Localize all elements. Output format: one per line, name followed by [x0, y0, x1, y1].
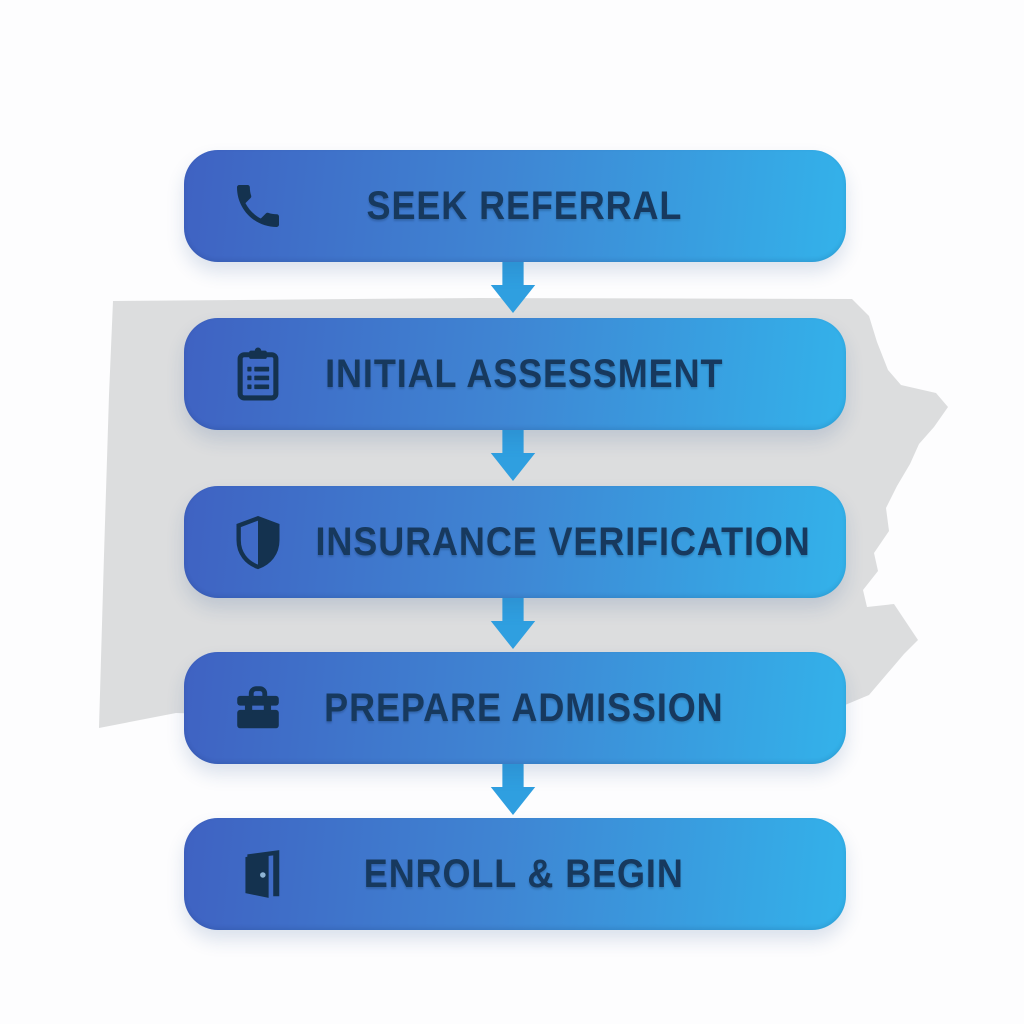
step-enroll-and-begin: ENROLL & BEGIN	[184, 818, 846, 930]
step-label: INITIAL ASSESSMENT	[324, 351, 724, 396]
step-seek-referral: SEEK REFERRAL	[184, 150, 846, 262]
step-label: PREPARE ADMISSION	[324, 685, 724, 730]
clipboard-checklist-icon	[237, 347, 279, 401]
phone-icon	[237, 185, 279, 227]
down-arrow-icon	[490, 426, 536, 482]
step-initial-assessment: INITIAL ASSESSMENT	[184, 318, 846, 430]
down-arrow-icon	[490, 760, 536, 816]
step-label: ENROLL & BEGIN	[364, 851, 684, 896]
step-prepare-admission: PREPARE ADMISSION	[184, 652, 846, 764]
door-open-icon	[245, 850, 280, 898]
shield-icon	[236, 515, 280, 570]
toolbox-icon	[237, 686, 279, 729]
down-arrow-icon	[490, 258, 536, 314]
step-label: INSURANCE VERIFICATION	[315, 519, 811, 564]
step-insurance-verification: INSURANCE VERIFICATION	[184, 486, 846, 598]
step-label: SEEK REFERRAL	[366, 183, 682, 228]
down-arrow-icon	[490, 594, 536, 650]
